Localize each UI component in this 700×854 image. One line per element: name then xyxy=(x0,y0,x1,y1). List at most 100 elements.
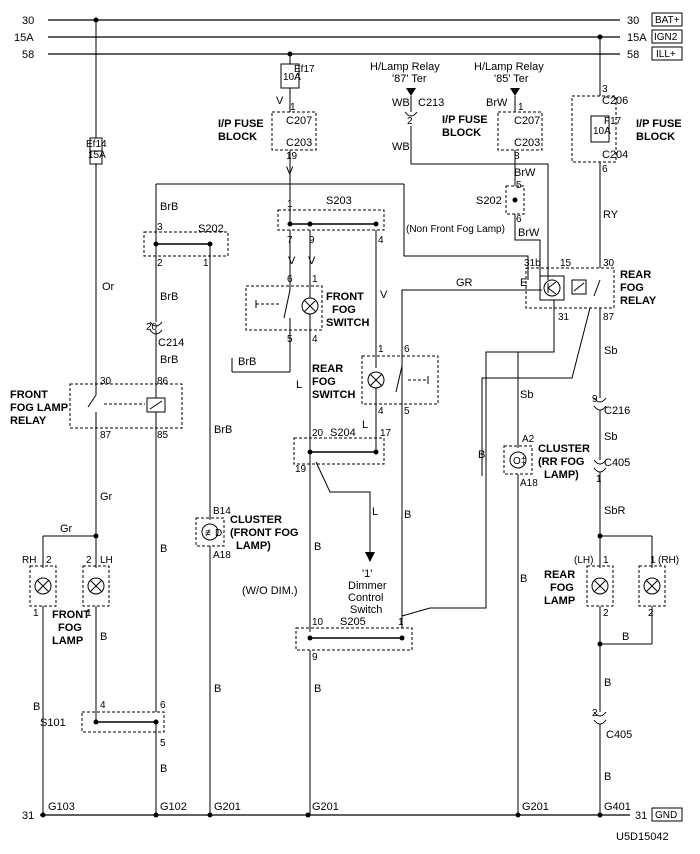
pin-lh: LH xyxy=(100,555,113,566)
pin-5-s202b: 5 xyxy=(516,180,522,191)
pin-85: 85 xyxy=(157,430,169,441)
cluster-front-label-1: CLUSTER xyxy=(230,514,282,526)
connector-c213: C213 xyxy=(418,97,444,109)
pin-15: 15 xyxy=(560,258,572,269)
pin-rh: RH xyxy=(22,555,36,566)
front-fog-lamp-lh xyxy=(82,565,110,607)
wire-brw-1: BrW xyxy=(486,97,508,109)
rear-fog-lamp-label-3: LAMP xyxy=(544,595,575,607)
ground-g201-b: G201 xyxy=(312,801,339,813)
wire-wb-2: WB xyxy=(392,141,410,153)
pin-6-rfs: 6 xyxy=(404,344,410,355)
ground-g103: G103 xyxy=(48,801,75,813)
pin-9-c216: 9 xyxy=(592,394,598,405)
pin-4-s203: 4 xyxy=(378,235,384,246)
wire-b-9: B xyxy=(478,449,485,461)
pin-2-rh: 2 xyxy=(46,555,52,566)
hlamp-relay-circuit: H/Lamp Relay '87' Ter WB C213 2 WB H/Lam… xyxy=(370,61,549,280)
pin-87-rear-relay: 87 xyxy=(603,312,615,323)
rail-tag-ign2: IGN2 xyxy=(654,32,678,43)
pin-1-s202: 1 xyxy=(203,258,209,269)
pin-4-s101: 4 xyxy=(100,700,106,711)
pin-2-rear-lh: 2 xyxy=(603,608,609,619)
ip-fuse-block-3-label-1: I/P FUSE xyxy=(636,118,682,130)
cluster-rear-label-2: (RR FOG xyxy=(538,456,584,468)
wire-sb-1: Sb xyxy=(604,345,617,357)
wire-l-2: L xyxy=(372,506,378,518)
wire-brb-2: BrB xyxy=(160,291,178,303)
rail-label-58-right: 58 xyxy=(627,49,639,61)
pin-a2: A2 xyxy=(522,434,535,445)
splice-s101-label: S101 xyxy=(40,717,66,729)
cluster-rear-label-1: CLUSTER xyxy=(538,443,590,455)
rear-fog-lamp-rh xyxy=(638,565,666,607)
wire-gr-2: Gr xyxy=(60,523,73,535)
front-fog-lamp-label-1: FRONT xyxy=(52,609,90,621)
connector-c206: C206 xyxy=(602,95,628,107)
rail-tag-bat: BAT+ xyxy=(655,15,680,26)
cluster-rear-icon: O‡ xyxy=(513,456,526,467)
pin-5-s101: 5 xyxy=(160,738,166,749)
wire-v-2: V xyxy=(286,165,294,177)
pin-1-rear-rh: 1 xyxy=(650,555,656,566)
wire-b-6: B xyxy=(314,541,321,553)
wire-brb-5: BrB xyxy=(238,356,256,368)
pin-9-s205: 9 xyxy=(312,652,318,663)
pin-1-c207: 1 xyxy=(290,102,296,113)
dimmer-label-2: Dimmer xyxy=(348,580,387,592)
front-fog-switch-label-2: FOG xyxy=(332,304,356,316)
pin-1-rh: 1 xyxy=(33,608,39,619)
front-fog-switch xyxy=(245,285,323,331)
front-fog-relay xyxy=(69,383,183,429)
wo-dim-label: (W/O DIM.) xyxy=(242,585,298,597)
dimmer-label-4: Switch xyxy=(350,604,382,616)
wire-v-5: V xyxy=(380,289,388,301)
connector-c204: C204 xyxy=(602,149,628,161)
rear-fog-switch-label-3: SWITCH xyxy=(312,389,355,401)
ip-fuse-block-1-label-1: I/P FUSE xyxy=(218,118,264,130)
pin-17-s204: 17 xyxy=(380,428,392,439)
power-rails: 30 15A 58 30 15A 58 BAT+ IGN2 ILL+ 31 31… xyxy=(14,12,683,822)
pin-lh-rear: (LH) xyxy=(574,555,593,566)
hlamp-85-label-1: H/Lamp Relay xyxy=(474,61,544,73)
cluster-front-label-2: (FRONT FOG xyxy=(230,527,298,539)
pin-2-rear-rh: 2 xyxy=(648,608,654,619)
wire-b-1: B xyxy=(33,701,40,713)
pin-31b: 31b xyxy=(524,258,541,269)
wire-v-3: V xyxy=(288,255,296,267)
connector-c203-b: C203 xyxy=(514,137,540,149)
rail-tag-ill: ILL+ xyxy=(656,49,676,60)
rear-fog-lamp-label-1: REAR xyxy=(544,569,575,581)
pin-1-rear-lh: 1 xyxy=(603,555,609,566)
pin-30-relay: 30 xyxy=(100,376,112,387)
pin-4-rfs: 4 xyxy=(378,406,384,417)
wire-b-13: B xyxy=(520,573,527,585)
splice-s202-b-label: S202 xyxy=(476,195,502,207)
pin-b14: B14 xyxy=(213,506,231,517)
splice-s202-a xyxy=(143,231,229,257)
pin-3-s202: 3 xyxy=(157,222,163,233)
rail-label-30-left: 30 xyxy=(22,15,34,27)
wire-b-5: B xyxy=(214,683,221,695)
splice-s202-a-label: S202 xyxy=(198,223,224,235)
splice-s101 xyxy=(81,711,165,733)
fuse-ef17-name: Ef17 xyxy=(294,64,315,75)
pin-5-rfs: 5 xyxy=(404,406,410,417)
diagram-code: U5D15042 xyxy=(616,831,669,843)
pin-1-rfs: 1 xyxy=(378,344,384,355)
fuse-f17-rating: 10A xyxy=(593,126,611,137)
pin-31: 31 xyxy=(558,312,570,323)
pin-2-c213: 2 xyxy=(407,116,413,127)
pin-30-rear-relay: 30 xyxy=(603,258,615,269)
pin-6-ffs: 6 xyxy=(287,274,293,285)
ground-g201-a: G201 xyxy=(214,801,241,813)
pin-2-lh: 2 xyxy=(86,555,92,566)
cluster-rear-label-3: LAMP) xyxy=(544,469,579,481)
fuse-f17-name: F17 xyxy=(604,116,622,127)
splice-s204 xyxy=(293,437,385,465)
non-front-fog-label: (Non Front Fog Lamp) xyxy=(406,224,505,235)
wire-b-12: B xyxy=(604,771,611,783)
wire-wb-1: WB xyxy=(392,97,410,109)
rail-label-15a-right: 15A xyxy=(627,32,647,44)
